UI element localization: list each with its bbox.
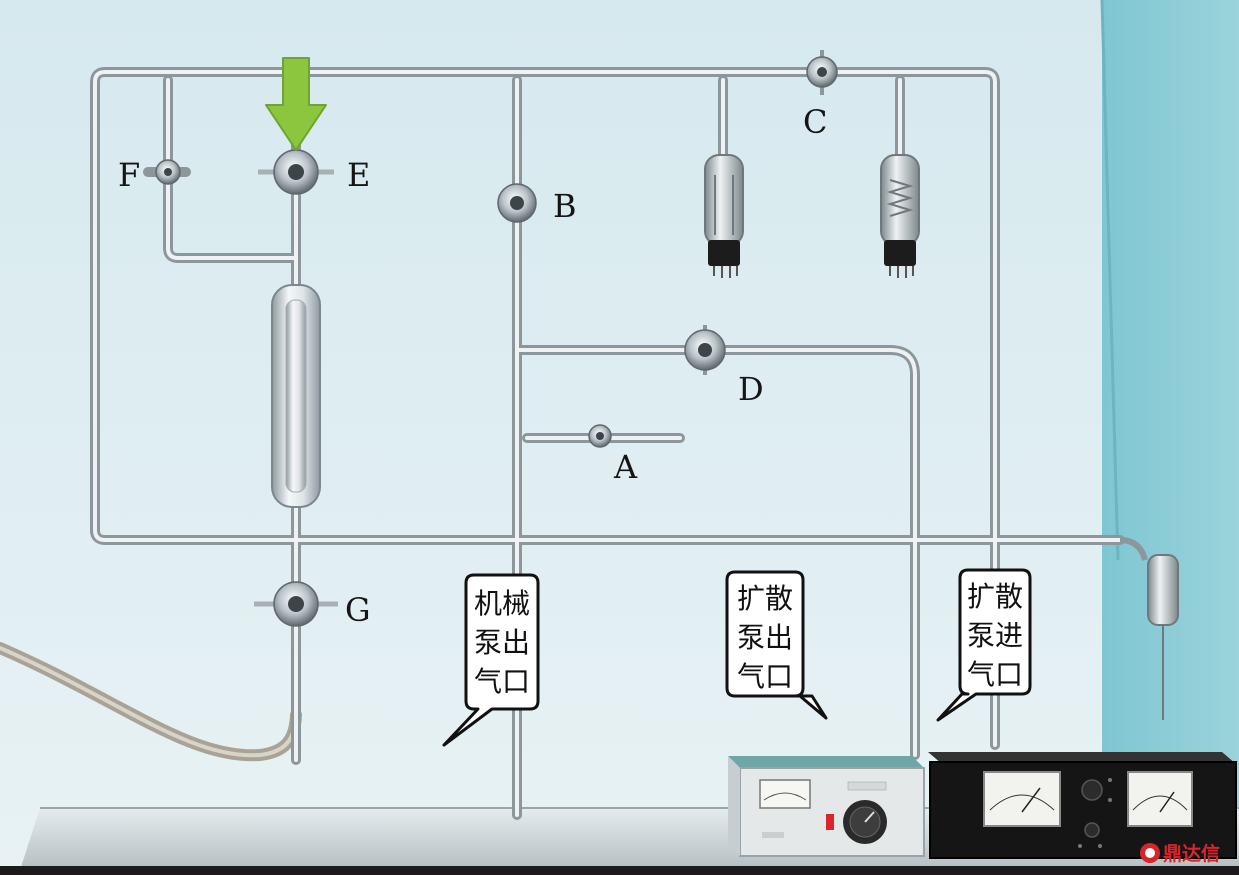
diffusion-pump-controller bbox=[728, 756, 925, 857]
side-wall bbox=[1102, 0, 1239, 875]
watermark: 鼎达信 bbox=[1140, 842, 1220, 865]
vacuum-gauge-unit bbox=[928, 752, 1237, 859]
controller-switch[interactable] bbox=[826, 814, 834, 830]
callout-diff-in-line-1: 扩散 bbox=[967, 580, 1023, 613]
callout-diff-in-line-2: 泵进 bbox=[967, 619, 1023, 652]
callout-diff-pump-outlet: 扩散 泵出 气口 bbox=[725, 570, 828, 720]
valve-F[interactable] bbox=[155, 159, 181, 185]
label-valve-E: E bbox=[347, 156, 370, 194]
vacuum-meter-right bbox=[1127, 771, 1193, 827]
controller-meter bbox=[759, 779, 811, 809]
label-valve-G: G bbox=[345, 591, 371, 629]
label-valve-D: D bbox=[738, 370, 764, 408]
callout-mech-line-1: 机械 bbox=[474, 587, 530, 620]
label-valve-C: C bbox=[803, 103, 827, 141]
callout-diff-out-line-3: 气口 bbox=[737, 660, 793, 693]
ionization-gauge-1 bbox=[704, 154, 744, 278]
vacuum-meter-left bbox=[983, 771, 1061, 827]
valve-E[interactable] bbox=[258, 149, 334, 195]
thermocouple-gauge bbox=[1119, 537, 1179, 720]
valve-B[interactable] bbox=[497, 183, 537, 223]
label-valve-F: F bbox=[118, 156, 140, 194]
ionization-gauge-2 bbox=[880, 154, 920, 278]
callout-diff-in-line-3: 气口 bbox=[967, 658, 1023, 691]
vacuum-knob-1[interactable] bbox=[1081, 779, 1103, 801]
valve-C[interactable] bbox=[806, 50, 838, 95]
callout-mech-pump-outlet: 机械 泵出 气口 bbox=[442, 573, 540, 747]
callout-mech-line-3: 气口 bbox=[474, 665, 530, 698]
label-valve-A: A bbox=[613, 448, 638, 486]
callout-diff-out-line-2: 泵出 bbox=[737, 621, 793, 654]
callout-diff-out-line-1: 扩散 bbox=[737, 582, 793, 615]
pointer-arrow-icon bbox=[265, 57, 327, 151]
valve-D[interactable] bbox=[684, 325, 726, 375]
watermark-text: 鼎达信 bbox=[1163, 842, 1220, 865]
valve-A[interactable] bbox=[588, 424, 612, 448]
valve-G[interactable] bbox=[254, 581, 338, 627]
glass-trap bbox=[271, 284, 321, 508]
label-valve-B: B bbox=[553, 187, 577, 225]
vacuum-knob-2[interactable] bbox=[1084, 822, 1100, 838]
callout-diff-pump-inlet: 扩散 泵进 气口 bbox=[936, 568, 1032, 722]
callout-mech-line-2: 泵出 bbox=[474, 626, 530, 659]
